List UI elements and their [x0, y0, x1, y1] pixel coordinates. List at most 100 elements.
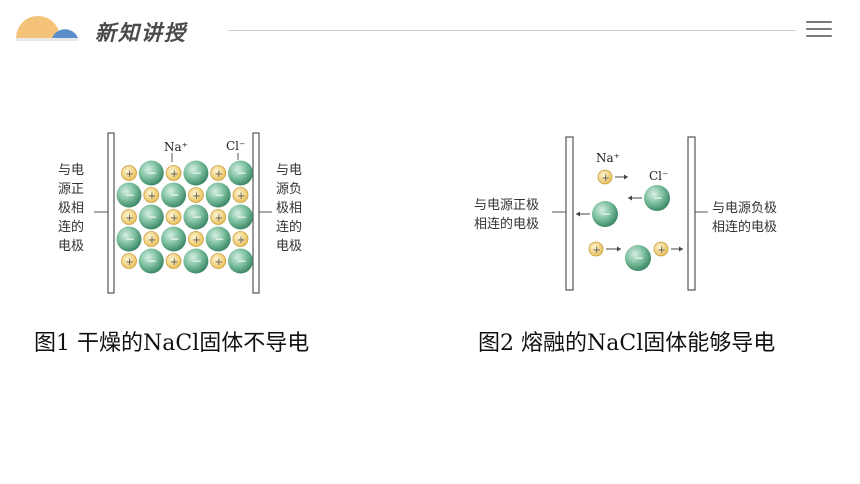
svg-text:+: + — [602, 173, 610, 184]
svg-text:与电: 与电 — [276, 163, 302, 178]
svg-text:−: − — [214, 232, 224, 246]
cl-ion: − — [116, 182, 142, 208]
cl-ion: − — [592, 201, 618, 227]
header: 新知讲授 — [0, 0, 860, 60]
na-ion: + — [121, 253, 137, 269]
cl-label: Cl⁻ — [649, 169, 668, 183]
svg-text:连的: 连的 — [58, 219, 84, 235]
na-ion: + — [121, 209, 137, 225]
cl-ion: − — [228, 248, 253, 274]
cl-ion: − — [138, 248, 164, 274]
na-ion: + — [210, 209, 227, 225]
svg-text:−: − — [147, 210, 157, 224]
cl-label: Cl⁻ — [226, 139, 245, 153]
svg-text:−: − — [170, 232, 180, 246]
svg-text:−: − — [237, 210, 247, 224]
figure1-caption: 图1 干燥的NaCl固体不导电 — [34, 331, 310, 356]
svg-text:−: − — [634, 251, 644, 265]
svg-text:+: + — [148, 235, 156, 246]
na-ion: + — [165, 253, 182, 269]
svg-text:连的: 连的 — [276, 219, 302, 235]
svg-text:+: + — [215, 257, 223, 268]
figure2-caption: 图2 熔融的NaCl固体能够导电 — [478, 331, 776, 356]
na-label: Na⁺ — [164, 140, 188, 154]
svg-text:+: + — [170, 169, 178, 180]
section-title: 新知讲授 — [95, 21, 187, 45]
cl-ion: − — [138, 160, 164, 186]
svg-text:+: + — [170, 213, 178, 224]
na-ion: + — [143, 231, 160, 247]
svg-text:−: − — [147, 254, 157, 268]
cl-ion: − — [228, 160, 253, 186]
svg-text:极相: 极相 — [276, 201, 302, 216]
svg-text:+: + — [148, 191, 156, 202]
left-electrode-label: 与电源正极 相连的电极 — [474, 198, 539, 232]
svg-text:与电源正极: 与电源正极 — [474, 198, 539, 213]
svg-text:电极: 电极 — [58, 239, 84, 254]
cl-ion: − — [183, 160, 209, 186]
svg-text:+: + — [125, 257, 133, 268]
header-divider — [228, 30, 796, 31]
svg-text:−: − — [147, 166, 157, 180]
right-electrode-label: 与电源负极 相连的电极 — [712, 201, 777, 235]
right-electrode — [252, 132, 260, 294]
cl-ion: − — [161, 182, 187, 208]
svg-text:−: − — [601, 207, 611, 221]
na-ion: + — [210, 165, 227, 181]
left-electrode — [107, 132, 115, 294]
na-ion: + — [165, 165, 182, 181]
svg-text:+: + — [192, 235, 200, 246]
na-ion: + — [121, 165, 137, 181]
na-ion: + — [232, 231, 249, 247]
na-ion: + — [143, 187, 160, 203]
svg-text:+: + — [215, 213, 223, 224]
svg-text:+: + — [237, 235, 245, 246]
svg-text:−: − — [192, 210, 202, 224]
svg-text:+: + — [125, 169, 133, 180]
svg-text:+: + — [192, 191, 200, 202]
cl-ion: − — [138, 204, 164, 230]
ion-lattice: +−+−+−−+−+−++−+−+−−+−+−++−+−+− — [116, 160, 253, 274]
svg-text:−: − — [170, 188, 180, 202]
logo-icon — [16, 16, 78, 41]
svg-text:电极: 电极 — [276, 239, 302, 254]
cl-ion: − — [625, 245, 651, 271]
cl-ion: − — [161, 226, 187, 252]
cl-ion: − — [644, 185, 670, 211]
svg-text:+: + — [237, 191, 245, 202]
na-label: Na⁺ — [596, 151, 620, 165]
na-ion: + — [232, 187, 249, 203]
right-electrode — [687, 136, 696, 291]
svg-text:−: − — [653, 191, 663, 205]
svg-text:−: − — [125, 232, 135, 246]
cl-ion: − — [183, 204, 209, 230]
svg-text:−: − — [237, 254, 247, 268]
svg-text:−: − — [192, 166, 202, 180]
svg-text:+: + — [593, 245, 601, 256]
svg-text:−: − — [125, 188, 135, 202]
svg-text:源负: 源负 — [276, 182, 302, 197]
na-ion: + — [653, 241, 669, 257]
figure-dry-nacl: Na⁺ Cl⁻ 与电 源正 极相 连的 电极 与电 源负 极相 连的 电极 +−… — [58, 132, 302, 294]
figure-molten-nacl: 与电源正极 相连的电极 与电源负极 相连的电极 Na⁺ Cl⁻ + − − + … — [474, 136, 777, 291]
na-ion: + — [165, 209, 182, 225]
left-electrode — [565, 136, 574, 291]
svg-text:与电: 与电 — [58, 163, 84, 178]
cl-ion: − — [183, 248, 209, 274]
hamburger-menu-icon[interactable] — [806, 21, 832, 39]
svg-text:极相: 极相 — [58, 201, 84, 216]
right-electrode-label: 与电 源负 极相 连的 电极 — [276, 163, 302, 254]
svg-text:源正: 源正 — [58, 182, 84, 197]
svg-text:+: + — [215, 169, 223, 180]
na-ion: + — [588, 241, 604, 257]
svg-text:−: − — [214, 188, 224, 202]
left-electrode-label: 与电 源正 极相 连的 电极 — [58, 163, 84, 254]
cl-ion: − — [205, 182, 231, 208]
na-ion: + — [187, 231, 204, 247]
svg-text:相连的电极: 相连的电极 — [474, 216, 539, 232]
na-ion: + — [210, 253, 227, 269]
na-ion: + — [597, 169, 613, 185]
svg-text:相连的电极: 相连的电极 — [712, 219, 777, 235]
cl-ion: − — [228, 204, 253, 230]
svg-text:−: − — [192, 254, 202, 268]
